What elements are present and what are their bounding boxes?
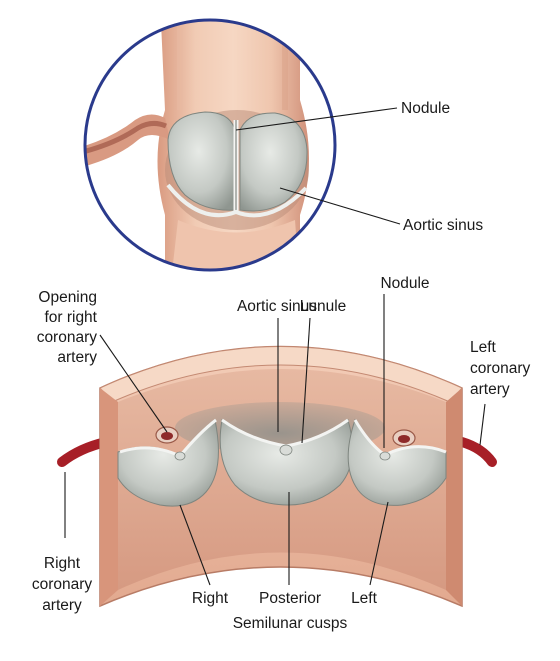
label-opening-1: Opening: [38, 289, 97, 306]
label-opening-4: artery: [57, 349, 97, 366]
label-semilunar-cusps: Semilunar cusps: [233, 615, 348, 632]
label-lunule: Lunule: [300, 298, 347, 315]
label-right-coronary-3: artery: [42, 597, 82, 614]
label-cusp-left: Left: [351, 590, 378, 607]
label-bottom-nodule: Nodule: [380, 275, 429, 292]
labels: Nodule Aortic sinus Opening for right co…: [32, 100, 531, 632]
label-cusp-right: Right: [192, 590, 229, 607]
label-opening-2: for right: [44, 309, 97, 326]
label-mid-aortic-sinus: Aortic sinus: [237, 298, 317, 315]
right-cusp-nodule: [174, 451, 186, 461]
label-left-coronary-1: Left: [470, 339, 497, 356]
label-top-aortic-sinus: Aortic sinus: [403, 217, 483, 234]
label-top-nodule: Nodule: [401, 100, 450, 117]
leader-lines: [64, 107, 486, 586]
opened-valve-view: [57, 345, 497, 608]
posterior-cusp-nodule: [279, 444, 293, 456]
label-cusp-posterior: Posterior: [259, 590, 321, 607]
left-coronary-artery-vessel: [457, 437, 497, 467]
left-cusp-nodule: [379, 451, 391, 461]
label-left-coronary-2: coronary: [470, 360, 531, 377]
label-right-coronary-1: Right: [44, 555, 81, 572]
magnification-circle: [83, 18, 337, 272]
label-right-coronary-2: coronary: [32, 576, 93, 593]
label-left-coronary-3: artery: [470, 381, 510, 398]
label-opening-3: coronary: [37, 329, 98, 346]
magnified-valve-view: [83, 18, 337, 272]
